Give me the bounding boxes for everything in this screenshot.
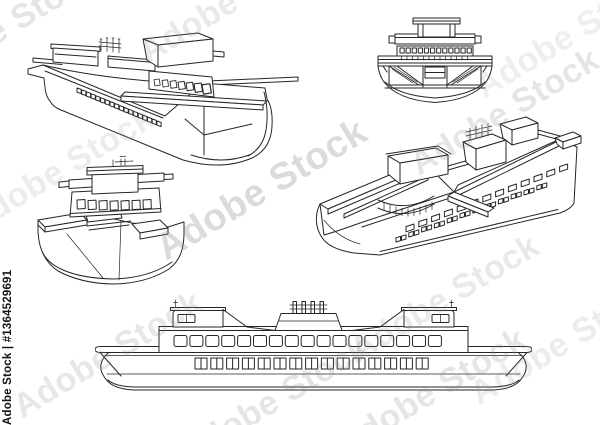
bow-ramp — [384, 65, 486, 89]
right-pilothouse — [379, 299, 457, 328]
aft-house — [499, 116, 561, 146]
aft-deck-far-rail — [207, 76, 299, 86]
stern-ledge — [554, 131, 582, 150]
ferry-stern-quarter-view-drawing — [27, 32, 299, 166]
funnel-house — [462, 123, 507, 171]
upper-cabin — [148, 70, 215, 98]
ferry-bow-view-drawing — [37, 155, 185, 285]
superstructure — [32, 32, 225, 82]
ferry-bow-quarter-view-drawing — [315, 116, 582, 256]
bridge — [86, 165, 144, 195]
ferry-bow-closeup-drawing — [377, 17, 493, 103]
mast — [112, 155, 134, 166]
left-pilothouse — [170, 299, 248, 328]
window-band — [396, 45, 474, 61]
stock-id-label: Adobe Stock | #1364529691 — [2, 269, 14, 425]
bridge — [412, 17, 461, 38]
aft-deck-near-rail — [120, 91, 268, 111]
ferry-side-profile-drawing — [95, 299, 532, 391]
deck-line — [453, 139, 563, 197]
center-deckhouse — [246, 301, 381, 331]
hull — [315, 138, 578, 256]
